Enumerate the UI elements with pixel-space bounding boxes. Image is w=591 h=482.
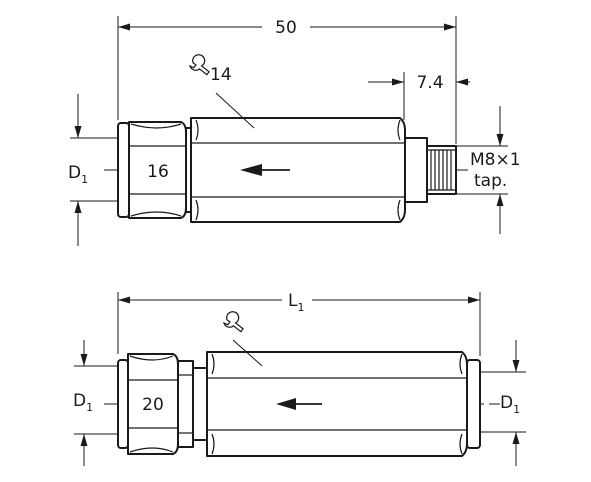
diameter-subscript: 1 — [513, 403, 520, 416]
hex-body-chamfer — [211, 433, 215, 455]
flow-direction-arrow — [240, 164, 290, 176]
hex-nut-chamfer — [129, 447, 174, 453]
hex-body-14 — [190, 117, 406, 223]
collar — [177, 360, 194, 448]
thread-spec-label: M8×1 — [470, 150, 521, 170]
thread-spec-sublabel: tap. — [474, 171, 507, 191]
body-neck — [192, 367, 208, 441]
hex-body-chamfer — [211, 353, 215, 375]
dimension-arrow — [118, 23, 130, 31]
nut-size-label: 20 — [142, 395, 164, 415]
thread-length-label: 7.4 — [416, 73, 443, 93]
hex-nut-chamfer — [130, 123, 182, 129]
dimension-arrow — [118, 296, 130, 304]
diameter-label: D1 — [68, 163, 88, 186]
dimension-arrow — [496, 134, 504, 146]
thread-hatching — [427, 149, 456, 191]
dimension-arrow — [392, 78, 404, 86]
dimension-arrow — [456, 78, 468, 86]
top-view: 50 7.4 — [68, 16, 521, 246]
dimension-arrow — [512, 360, 520, 372]
length-subscript: 1 — [297, 301, 304, 314]
inlet-flange — [117, 359, 129, 449]
hex-body-chamfer — [459, 353, 463, 375]
dimension-arrow — [74, 201, 82, 213]
hex-nut-chamfer — [130, 211, 182, 217]
hex-body-chamfer — [459, 433, 463, 455]
diameter-symbol: D — [500, 393, 513, 413]
left-diameter-label: D1 — [73, 391, 93, 414]
hex-body — [206, 351, 468, 457]
diameter-symbol: D — [68, 163, 81, 183]
wrench-icon — [222, 311, 244, 333]
diameter-subscript: 1 — [81, 173, 88, 186]
diameter-subscript: 1 — [86, 401, 93, 414]
flow-direction-arrow — [276, 398, 322, 410]
dimension-arrow — [468, 296, 480, 304]
length-symbol: L — [288, 291, 298, 311]
right-diameter-label: D1 — [500, 393, 520, 416]
leader-line — [232, 339, 263, 367]
inlet-flange — [117, 122, 130, 218]
hex-body-chamfer — [397, 199, 401, 221]
dimension-arrow — [80, 434, 88, 446]
hex-body-chamfer — [195, 199, 199, 221]
leader-line — [215, 92, 255, 129]
dimension-arrow — [496, 194, 504, 206]
length-label: L1 — [288, 291, 304, 314]
dimension-arrow — [444, 23, 456, 31]
outlet-flange — [466, 359, 481, 449]
hex-nut-chamfer — [129, 355, 174, 361]
thread-shoulder — [404, 137, 428, 203]
nut-size-label: 16 — [147, 162, 169, 182]
label-backing — [143, 159, 173, 181]
wrench-icon — [188, 54, 210, 76]
dimension-arrow — [80, 354, 88, 366]
hex-body-chamfer — [195, 119, 199, 141]
diameter-symbol: D — [73, 391, 86, 411]
dimension-arrow — [512, 432, 520, 444]
hex-body-chamfer — [397, 119, 401, 141]
bottom-view: L1 20 — [73, 291, 526, 466]
length-dimension-label: 50 — [275, 18, 297, 38]
dimension-arrow — [74, 126, 82, 138]
wrench-size-label: 14 — [210, 65, 232, 85]
label-backing — [136, 392, 170, 414]
